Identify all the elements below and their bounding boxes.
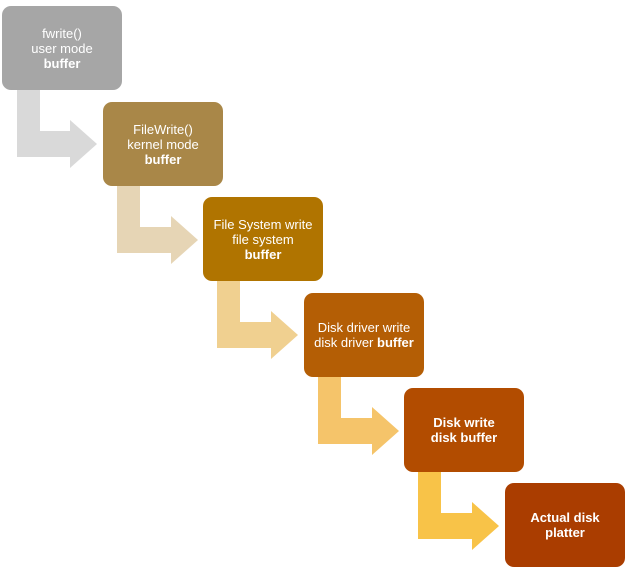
step-2-line-2: kernel mode bbox=[127, 136, 199, 152]
connector-arrow-4 bbox=[318, 377, 399, 455]
connector-arrow-1 bbox=[17, 90, 97, 168]
step-box-file-system-write-buffer: File System write file system buffer bbox=[203, 197, 323, 281]
step-5-line-1: Disk write bbox=[433, 415, 495, 430]
step-box-actual-disk-platter: Actual disk platter bbox=[505, 483, 625, 567]
step-box-disk-driver-write-buffer: Disk driver write disk driver buffer bbox=[304, 293, 424, 377]
step-4-line-1: Disk driver write bbox=[317, 320, 411, 335]
connector-arrow-2 bbox=[117, 186, 198, 264]
step-3-line-1: File System write bbox=[213, 216, 313, 232]
step-4-line-2: disk driver buffer bbox=[314, 335, 414, 350]
step-4-line-2-text: disk driver bbox=[314, 335, 377, 350]
step-box-disk-write-disk-buffer: Disk write disk buffer bbox=[404, 388, 524, 472]
step-3-line-3: buffer bbox=[244, 246, 282, 262]
step-5-line-2: disk buffer bbox=[430, 430, 498, 445]
step-1-line-1: fwrite() bbox=[42, 25, 82, 41]
step-6-line-1: Actual disk bbox=[530, 510, 600, 525]
step-box-fwrite-user-mode-buffer: fwrite() user mode buffer bbox=[2, 6, 122, 90]
connector-arrow-5 bbox=[418, 472, 499, 550]
step-1-line-2: user mode bbox=[31, 40, 93, 56]
step-2-line-1: FileWrite() bbox=[133, 121, 193, 137]
step-3-line-2: file system bbox=[232, 231, 294, 247]
step-1-line-3: buffer bbox=[43, 55, 81, 71]
step-4-line-2-bold-text: buffer bbox=[377, 335, 414, 350]
step-6-line-2: platter bbox=[545, 525, 585, 540]
step-2-line-3: buffer bbox=[144, 151, 182, 167]
step-box-filewrite-kernel-mode-buffer: FileWrite() kernel mode buffer bbox=[103, 102, 223, 186]
connector-arrow-3 bbox=[217, 281, 298, 359]
